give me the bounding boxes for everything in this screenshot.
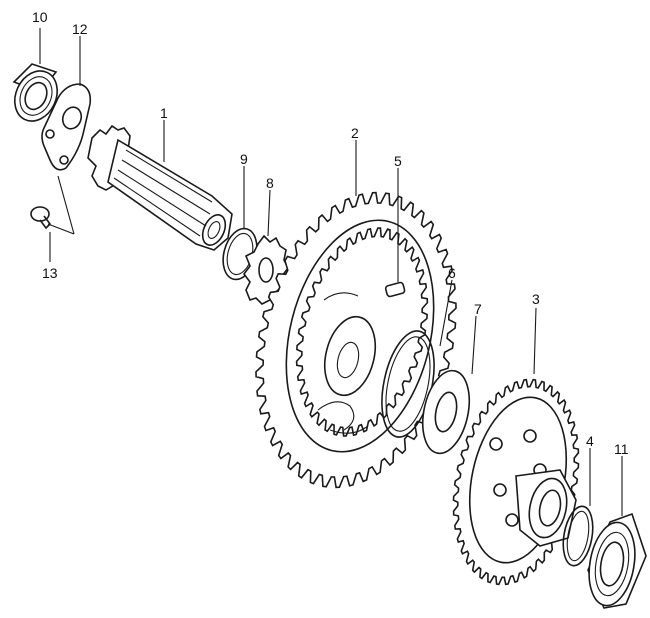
- callout-12: 12: [72, 21, 88, 37]
- callout-11: 11: [614, 441, 629, 457]
- callout-13: 13: [42, 265, 58, 281]
- part-13-screw: [30, 175, 75, 235]
- callout-10: 10: [32, 9, 48, 25]
- part-5-key: [384, 281, 406, 298]
- part-2-large-gear: [255, 191, 457, 489]
- part-3-hub-gear: [452, 378, 580, 586]
- callout-7: 7: [474, 301, 482, 317]
- part-12-flange-plate: [41, 83, 92, 171]
- part-1-splined-shaft: [87, 124, 233, 251]
- callout-9: 9: [240, 151, 248, 167]
- part-11-ball-bearing: [587, 512, 647, 609]
- callout-4: 4: [586, 433, 594, 449]
- callout-1: 1: [160, 105, 168, 121]
- part-7-spacer: [421, 369, 471, 455]
- leader-lines: [39, 28, 623, 516]
- callout-labels: 10 12 1 9 8 2 5 6 7 3 4 11 13: [32, 9, 629, 457]
- callout-5: 5: [394, 153, 402, 169]
- callout-6: 6: [448, 265, 456, 281]
- part-4-circlip: [562, 505, 594, 567]
- callout-8: 8: [266, 175, 274, 191]
- callout-2: 2: [351, 125, 359, 141]
- callout-3: 3: [532, 291, 540, 307]
